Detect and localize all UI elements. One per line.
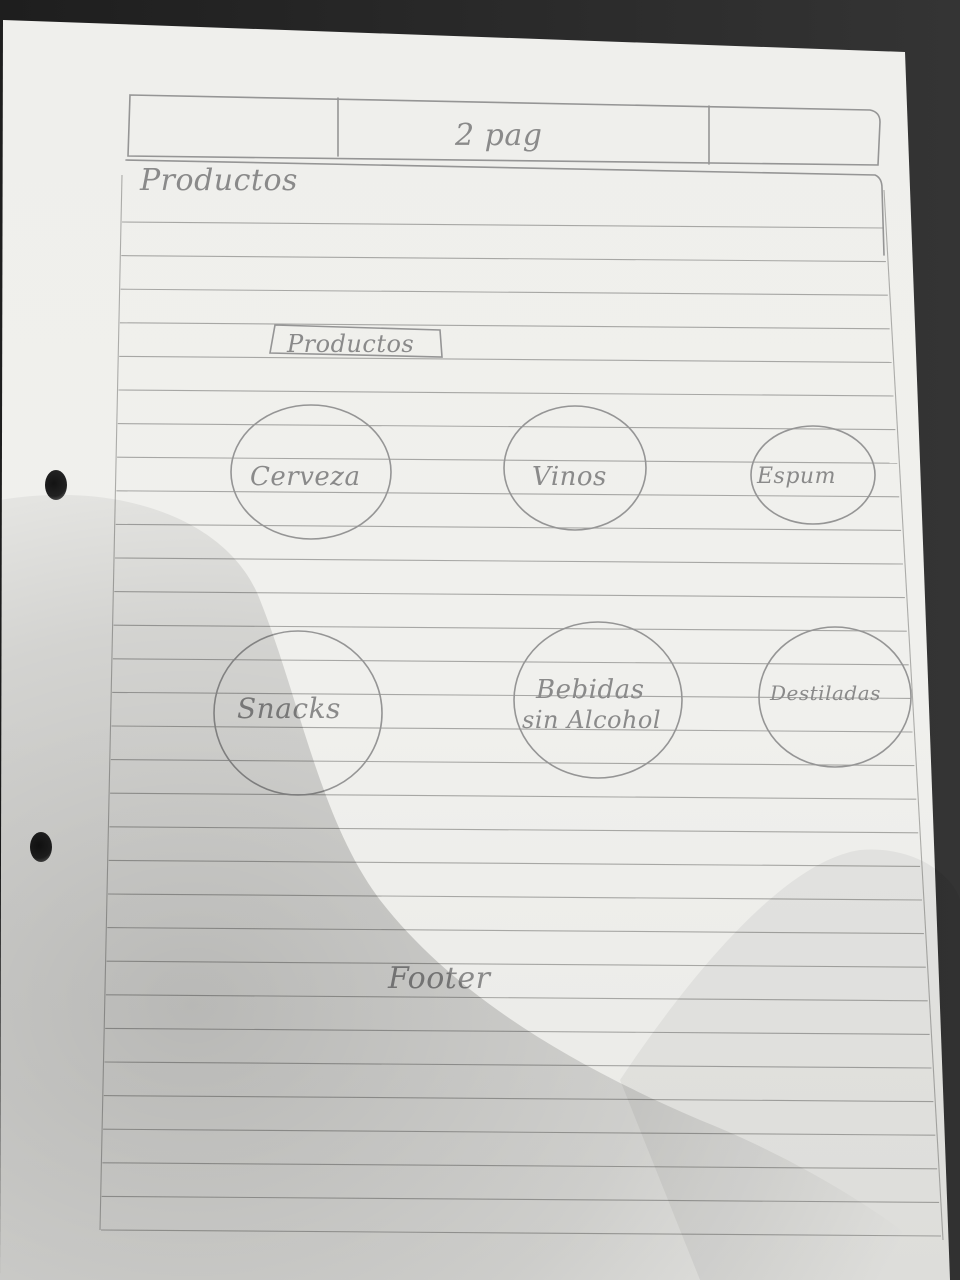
category-vinos-label: Vinos bbox=[532, 462, 607, 492]
section-heading: Productos bbox=[139, 163, 298, 198]
rule-line bbox=[120, 288, 888, 296]
category-bebidas-sin-alcohol: Bebidas sin Alcohol bbox=[513, 621, 683, 779]
category-snacks: Snacks bbox=[213, 630, 383, 796]
content-frame bbox=[125, 159, 885, 256]
rule-line bbox=[121, 255, 886, 263]
category-bebidas-label-line1: Bebidas bbox=[535, 675, 644, 705]
category-cerveza-label: Cerveza bbox=[250, 462, 360, 492]
productos-button: Productos bbox=[269, 324, 443, 358]
category-espum: Espum bbox=[750, 425, 876, 525]
category-vinos: Vinos bbox=[503, 405, 647, 531]
rule-line bbox=[121, 221, 885, 229]
rule-line bbox=[118, 389, 894, 397]
category-espum-label: Espum bbox=[756, 464, 836, 489]
rule-line bbox=[119, 322, 890, 330]
rule-line bbox=[117, 423, 896, 431]
page-marker: 2 pag bbox=[454, 118, 542, 153]
rule-line bbox=[117, 456, 898, 464]
category-snacks-label: Snacks bbox=[237, 692, 341, 725]
category-bebidas-label-line2: sin Alcohol bbox=[522, 706, 661, 734]
productos-button-label: Productos bbox=[286, 330, 414, 358]
footer-label: Footer bbox=[387, 961, 492, 996]
category-destiladas-label: Destiladas bbox=[769, 681, 881, 705]
category-cerveza: Cerveza bbox=[230, 404, 392, 540]
category-destiladas: Destiladas bbox=[758, 626, 912, 768]
header-frame bbox=[127, 94, 881, 166]
rule-line bbox=[119, 355, 892, 363]
punch-hole-upper bbox=[45, 470, 67, 500]
